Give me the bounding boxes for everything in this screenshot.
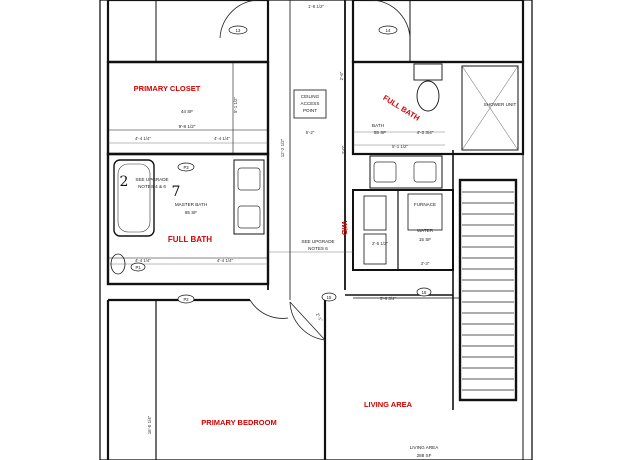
tag-16: 16 <box>422 290 427 295</box>
sink-icon <box>237 167 261 191</box>
ceiling-line-2: ACCESS <box>301 101 320 106</box>
dryer-icon <box>363 233 387 265</box>
dim-2: 4'-4 1/4" <box>135 136 152 141</box>
stairs-outline <box>458 178 518 402</box>
tag-bubble <box>416 287 432 297</box>
plan-border <box>99 0 533 460</box>
toilet-icon <box>416 80 440 112</box>
tag-bubble <box>177 294 195 304</box>
master-bath-label: MASTER BATH <box>175 202 207 207</box>
dim-11: 5'-6 3/4" <box>380 296 397 301</box>
tag-bubble <box>130 262 146 272</box>
door-swing <box>368 0 411 39</box>
living-sub-label: LIVING AREA <box>410 445 440 450</box>
dim-5: 5'-1 1/2" <box>392 144 409 149</box>
dim-8: 4'-4 1/4" <box>135 258 152 263</box>
upper-bath-walls <box>351 60 525 156</box>
bath-upper-dim: 4'-3 3/4" <box>417 130 434 135</box>
full-bath-lower-label: FULL BATH <box>168 235 212 244</box>
upgrade-note-2: SEE UPGRADE <box>301 239 334 244</box>
upgrade-note-1: SEE UPGRADE <box>135 177 168 182</box>
door-leaf <box>289 301 326 341</box>
dim-3: 4'-4 1/4" <box>214 136 231 141</box>
furnace-icon <box>407 193 443 231</box>
sink-icon <box>413 161 437 183</box>
numeral-two: 2 <box>120 174 129 190</box>
master-bath-area: 65 SF <box>185 210 197 215</box>
bathtub <box>113 159 155 237</box>
tag-p1: P1 <box>135 265 141 270</box>
toilet-tank <box>413 63 443 81</box>
tag-p2: P2 <box>183 297 189 302</box>
master-bath-walls <box>106 152 270 286</box>
dim-7: 12'-2 1/2" <box>280 138 285 157</box>
shower-unit <box>461 65 519 151</box>
bath-upper-area-label: BATH <box>372 123 384 128</box>
tag-15: 15 <box>327 295 332 300</box>
bath-upper-area: 55 SF <box>374 130 386 135</box>
tag-13: 13 <box>236 28 241 33</box>
vanity <box>233 159 265 235</box>
dim-9: 4'-4 1/4" <box>217 258 234 263</box>
sink-icon <box>373 161 397 183</box>
water-label: WATER <box>417 228 434 233</box>
bathtub-inner <box>117 163 151 233</box>
furnace-label: FURNACE <box>414 202 436 207</box>
washer-icon <box>363 195 387 231</box>
upgrade-note-2b: NOTES 6 <box>308 246 328 251</box>
tag-p3a: P3 <box>183 165 189 170</box>
dim-6: 2'-6" <box>339 71 344 80</box>
ceiling-line-1: CEILING <box>301 94 320 99</box>
primary-bedroom-label: PRIMARY BEDROOM <box>201 418 276 427</box>
dim-4: 5'-2" <box>306 130 315 135</box>
door-swing <box>249 299 289 319</box>
dim-14: 5'-1 1/2" <box>233 97 238 114</box>
ceiling-line-3: POINT <box>303 108 317 113</box>
wd-label: W/D <box>340 221 349 236</box>
furnace-area: 15 SF <box>419 237 431 242</box>
door-swing <box>219 0 262 39</box>
shower-label: SHOWER UNIT <box>484 102 517 107</box>
tag-bubble <box>228 25 248 35</box>
shower-diagonal <box>461 65 519 151</box>
tag-bubble <box>378 25 398 35</box>
double-vanity <box>369 155 443 189</box>
dim-15: 3'-0" <box>341 145 346 154</box>
primary-closet-label: PRIMARY CLOSET <box>134 84 201 93</box>
dim-12: 3'-3" <box>421 261 430 266</box>
sink-icon <box>237 205 261 229</box>
tag-bubble <box>177 162 195 172</box>
closet-dim: 9'-8 1/2" <box>179 124 196 129</box>
upgrade-note-1b: NOTES 4 & 6 <box>138 184 166 189</box>
closet-area: 44 SF <box>181 109 193 114</box>
numeral-seven: 7 <box>172 184 181 200</box>
dim-1: 1'-8 1/2" <box>308 4 325 9</box>
ceiling-access-box <box>293 89 327 119</box>
dim-16: 2'-1" <box>315 312 324 322</box>
door-swing <box>289 301 326 341</box>
living-area-label: LIVING AREA <box>364 400 413 409</box>
dim-13: 16'-0 1/4" <box>147 415 152 434</box>
dim-10: 2'-5 1/2" <box>372 241 389 246</box>
tag-14: 14 <box>386 28 391 33</box>
stair-treads <box>462 191 514 391</box>
living-sub-area: 288 SF <box>417 453 432 458</box>
tag-bubble <box>321 292 337 302</box>
